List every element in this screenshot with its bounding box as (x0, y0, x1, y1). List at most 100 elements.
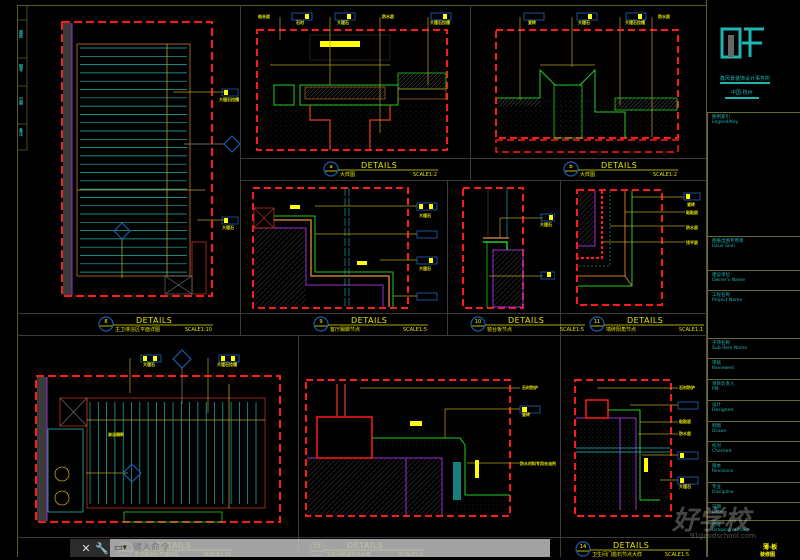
detail-title: DETAILS (508, 316, 544, 325)
detail-8-drawing[interactable] (60, 20, 240, 300)
tile-grid (80, 47, 187, 273)
detail-subtitle: 卫生间门槛石节点大样 (592, 551, 642, 558)
close-icon[interactable]: ✕ (78, 539, 94, 557)
annotation-label: 瓷砖 (522, 412, 530, 417)
detail-scale: SCALE1:5 (665, 552, 689, 558)
detail-title: DETAILS (627, 316, 663, 325)
annotation-label: 石材防护 (679, 385, 695, 390)
title-block-row-divider (707, 270, 800, 271)
grid-line (560, 180, 561, 335)
title-field-label-cn: 项目负责人 (712, 382, 735, 387)
sheet-border-right (706, 0, 707, 557)
annotation-label: 大理石拉槽 (430, 20, 450, 25)
detail-scale: SCALE1:2 (653, 172, 677, 178)
detail-14-drawing[interactable] (560, 340, 705, 535)
detail-number: a (329, 164, 332, 170)
annotation-label: 找平层 (686, 240, 698, 245)
detail-13-drawing[interactable] (300, 340, 560, 535)
detail-scale: SCALE1:2 (413, 172, 437, 178)
title-field-label-en: Sub-item Name (712, 346, 748, 351)
grid-line (470, 5, 471, 180)
annotation-label: 大理石 (143, 362, 155, 367)
grid-line (17, 313, 707, 314)
title-stamp: 薄·板 (763, 544, 778, 551)
annotation-label: 大理石 (540, 222, 552, 227)
annotation-label: 大理石 (222, 225, 234, 230)
title-field-label-en: PM (712, 387, 719, 392)
command-line-bar[interactable]: ✕ 🔧 ▭▾ (70, 539, 550, 557)
title-field-label-cn: 设计 (712, 403, 721, 408)
grid-line (17, 335, 707, 336)
annotation-label: 粘贴层 (679, 419, 691, 424)
annotation-label: 瓷砖 (528, 20, 536, 25)
detail-number: 10 (475, 319, 481, 325)
title-block-row-divider (707, 502, 800, 503)
title-logo (720, 27, 764, 59)
title-field-label-en: Project Name (712, 298, 743, 303)
sheet-border-top (17, 5, 707, 6)
wrench-icon[interactable]: 🔧 (94, 539, 110, 557)
title-field-label-cn: 日期 (712, 505, 721, 510)
annotation-label: 粘贴层 (686, 210, 698, 215)
title-field-label-cn: 图例索引 (712, 115, 730, 120)
annotation-label: 石材 (296, 20, 304, 25)
detail-scale: SCALE1:5 (560, 327, 584, 333)
detail-subtitle: 主卫淋浴区平面详图 (115, 326, 160, 333)
detail-number: 8 (104, 319, 107, 325)
annotation-label: 大理石 (578, 20, 590, 25)
annotation-label: 防水材料专用去油剂 (520, 461, 556, 466)
title-field-label-cn: 审核 (712, 361, 721, 366)
left-strip-label: 备注 (19, 128, 24, 136)
grid-line (240, 180, 706, 181)
left-strip-label: 图号 (19, 64, 24, 72)
detail-b-drawing[interactable] (480, 5, 700, 155)
title-block-row-divider (707, 441, 800, 442)
title-field-label-cn: 制图 (712, 424, 721, 429)
title-block-row-divider (707, 379, 800, 380)
watermark-url: 91goodschool.com (690, 532, 756, 540)
annotation-label: 大理石 (419, 266, 431, 271)
command-line-drag-handle[interactable] (70, 539, 78, 557)
annotation-label: 淋浴隔断 (108, 432, 124, 437)
title-field-label-en: Drawn (712, 429, 727, 434)
detail-12-drawing[interactable] (20, 340, 300, 535)
title-field-label-cn: 校对 (712, 444, 721, 449)
title-block-row-divider (707, 236, 800, 237)
annotation-label: 大理石 (419, 213, 431, 218)
title-field-label-en: Discipline (712, 490, 734, 495)
detail-scale: SCALE1:10 (185, 327, 212, 333)
command-input[interactable] (131, 540, 550, 556)
command-prompt-icon: ▭▾ (114, 543, 128, 553)
title-stamp-2: 装修图 (760, 552, 776, 558)
detail-bubble (323, 161, 339, 177)
title-block-row-divider (707, 338, 800, 339)
detail-10-drawing[interactable] (455, 180, 555, 310)
detail-scale: SCALE1:5 (403, 327, 427, 333)
detail-caption-a: a DETAILS 大样图 SCALE1:2 (323, 161, 438, 178)
company-city: 中国·杭州 (731, 90, 753, 96)
detail-title: DETAILS (361, 161, 397, 170)
detail-11-drawing[interactable] (570, 180, 705, 310)
detail-subtitle: 大样图 (340, 171, 355, 178)
detail-title: DETAILS (351, 316, 387, 325)
left-strip-label: 日期 (19, 97, 24, 105)
detail-bubble (313, 316, 329, 332)
title-field-label-en: Issue Seal (712, 244, 735, 249)
annotation-label: 结合层 (258, 14, 270, 19)
title-field-label-cn: 建设单位 (712, 273, 730, 278)
grid-line (240, 158, 706, 159)
annotation-label: 大理石 (337, 20, 349, 25)
detail-bubble (589, 316, 605, 332)
left-strip-label: 图纸 (19, 30, 24, 38)
detail-title: DETAILS (613, 541, 649, 550)
detail-9-drawing[interactable] (245, 180, 445, 310)
title-field-label-en: Date (712, 510, 723, 515)
title-field-label-cn: 子项名称 (712, 341, 730, 346)
detail-number: 9 (319, 319, 322, 325)
detail-scale: SCALE1:1 (679, 327, 703, 333)
detail-a-drawing[interactable] (250, 5, 470, 155)
